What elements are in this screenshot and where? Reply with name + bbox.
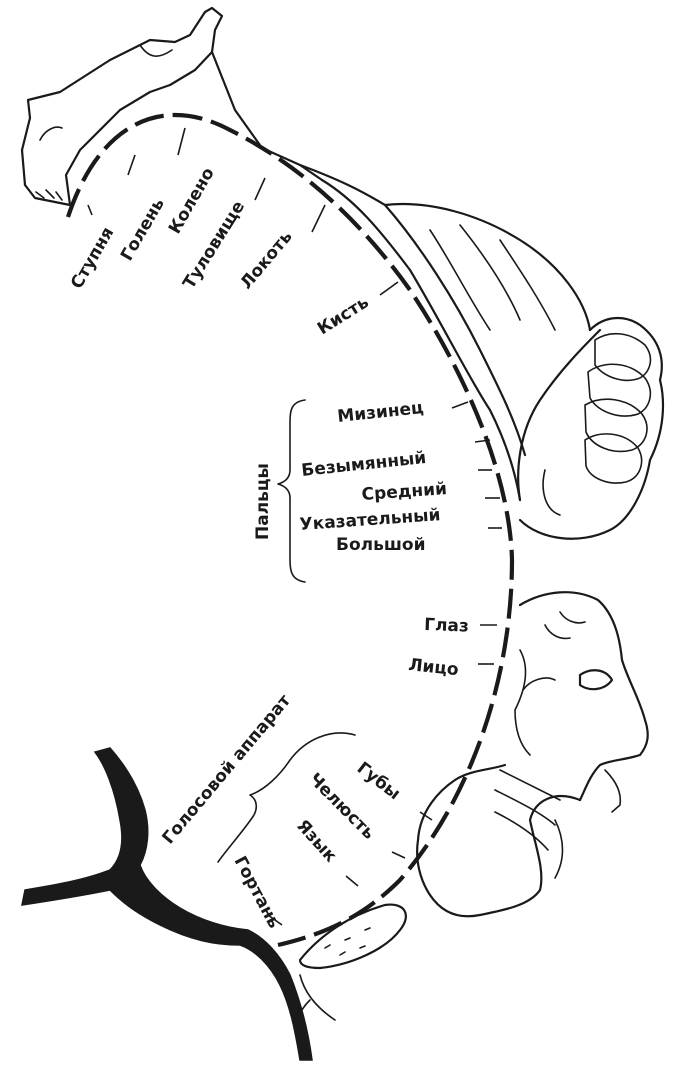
tongue-drawing: [300, 905, 406, 968]
label-tongue: Язык: [292, 816, 341, 867]
label-shin: Голень: [117, 195, 169, 265]
label-foot: Ступня: [67, 224, 118, 293]
face-drawing: [417, 592, 648, 916]
label-eye: Глаз: [424, 615, 469, 637]
branch-drawing: [22, 748, 335, 1060]
label-middle-finger: Средний: [361, 479, 448, 505]
label-fingers-group: Пальцы: [253, 463, 273, 540]
label-vocal-group: Голосовой аппарат: [159, 691, 296, 848]
label-thumb: Большой: [336, 535, 425, 555]
label-ring-finger: Безымянный: [300, 448, 427, 481]
label-hand: Кисть: [314, 292, 373, 339]
label-knee: Колено: [165, 164, 219, 237]
label-face: Лицо: [407, 655, 459, 680]
leader-ticks: [88, 128, 502, 925]
fingers-brace: [278, 400, 305, 582]
label-little-finger: Мизинец: [336, 398, 424, 427]
label-lips: Губы: [353, 758, 404, 804]
label-elbow: Локоть: [237, 227, 297, 293]
label-index-finger: Указательный: [299, 505, 441, 535]
label-larynx: Гортань: [230, 853, 285, 932]
leg-drawing: [22, 8, 322, 205]
